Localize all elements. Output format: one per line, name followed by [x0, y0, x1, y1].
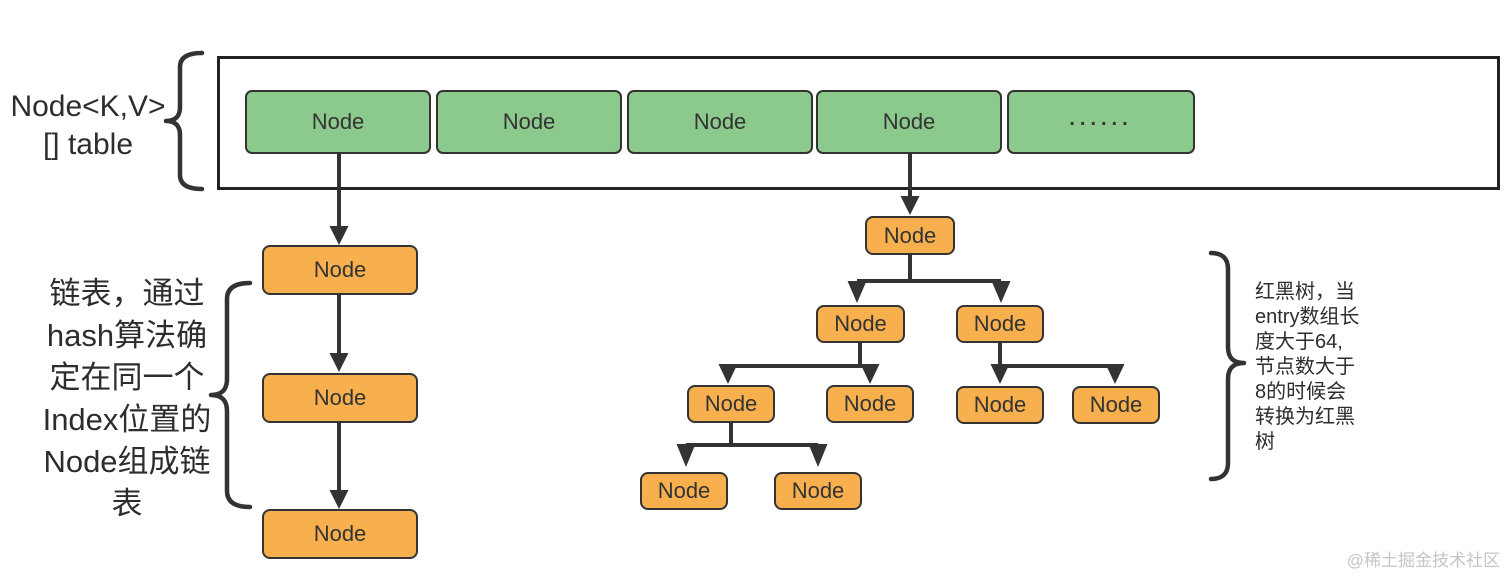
tree-connector-leftmost-grandchild — [686, 423, 818, 447]
arrowhead-icon — [676, 444, 696, 467]
annotation-line: 转换为红黑 — [1255, 406, 1355, 428]
annotation-line: 红黑树，当 — [1255, 281, 1355, 303]
tree-node-left-left-right: Node — [774, 472, 862, 510]
bucket-cell-2: Node — [436, 90, 622, 154]
arrowhead-icon — [900, 196, 920, 215]
tree-node-left: Node — [816, 305, 905, 343]
arrowhead-icon — [847, 281, 867, 303]
table-label-line2: [] table — [42, 128, 134, 161]
linked-list-annotation: 链表，通过 hash算法确 定在同一个 Index位置的 Node组成链 表 — [29, 273, 225, 525]
arrowhead-icon — [991, 281, 1011, 303]
list-node-3: Node — [262, 509, 418, 559]
annotation-line: 定在同一个 — [49, 360, 205, 395]
tree-connector-right-child — [998, 343, 1115, 368]
arrowhead-icon — [990, 364, 1010, 384]
arrowhead-icon — [329, 353, 349, 372]
bucket-cell-4: Node — [816, 90, 1002, 154]
annotation-line: 表 — [111, 486, 143, 521]
watermark: @稀土掘金技术社区 — [1346, 551, 1500, 570]
annotation-line: 度大于64, — [1255, 331, 1343, 353]
annotation-line: Index位置的 — [42, 402, 212, 437]
arrowhead-icon — [860, 364, 880, 384]
arrowhead-icon — [329, 490, 349, 509]
arrowheads — [329, 196, 1125, 509]
brace-tree-label — [1208, 250, 1247, 482]
table-array-rectangle — [217, 56, 1500, 190]
tree-node-left-left-left: Node — [640, 472, 728, 510]
annotation-line: entry数组长 — [1255, 306, 1360, 328]
tree-node-right-left: Node — [956, 386, 1044, 424]
bucket-cell-ellipsis: ...... — [1007, 90, 1195, 154]
tree-connector-root — [857, 255, 1001, 283]
brace-linked-list-label — [208, 280, 253, 510]
arrowhead-icon — [329, 226, 349, 245]
tree-node-right-right: Node — [1072, 386, 1160, 424]
annotation-line: hash算法确 — [46, 318, 208, 353]
table-label-line1: Node<K,V> — [10, 90, 166, 123]
annotation-line: Node组成链 — [43, 444, 211, 479]
bucket-cell-3: Node — [627, 90, 813, 154]
annotation-line: 链表，通过 — [49, 276, 205, 311]
brace-table-label — [163, 50, 205, 192]
tree-node-root: Node — [865, 216, 955, 255]
tree-connector-left-child — [728, 343, 870, 368]
annotation-line: 树 — [1255, 431, 1275, 453]
annotation-line: 8的时候会 — [1255, 381, 1347, 403]
table-label: Node<K,V> [] table — [3, 88, 173, 164]
tree-node-left-right: Node — [826, 385, 914, 423]
arrowhead-icon — [808, 444, 828, 467]
list-node-1: Node — [262, 245, 418, 295]
tree-node-right: Node — [956, 305, 1044, 343]
tree-node-left-left: Node — [687, 385, 775, 423]
annotation-line: 节点数大于 — [1255, 356, 1355, 378]
arrowhead-icon — [718, 364, 738, 384]
arrowhead-icon — [1105, 364, 1125, 384]
bucket-cell-1: Node — [245, 90, 431, 154]
list-node-2: Node — [262, 373, 418, 423]
tree-annotation: 红黑树，当 entry数组长 度大于64, 节点数大于 8的时候会 转换为红黑 … — [1255, 280, 1390, 455]
